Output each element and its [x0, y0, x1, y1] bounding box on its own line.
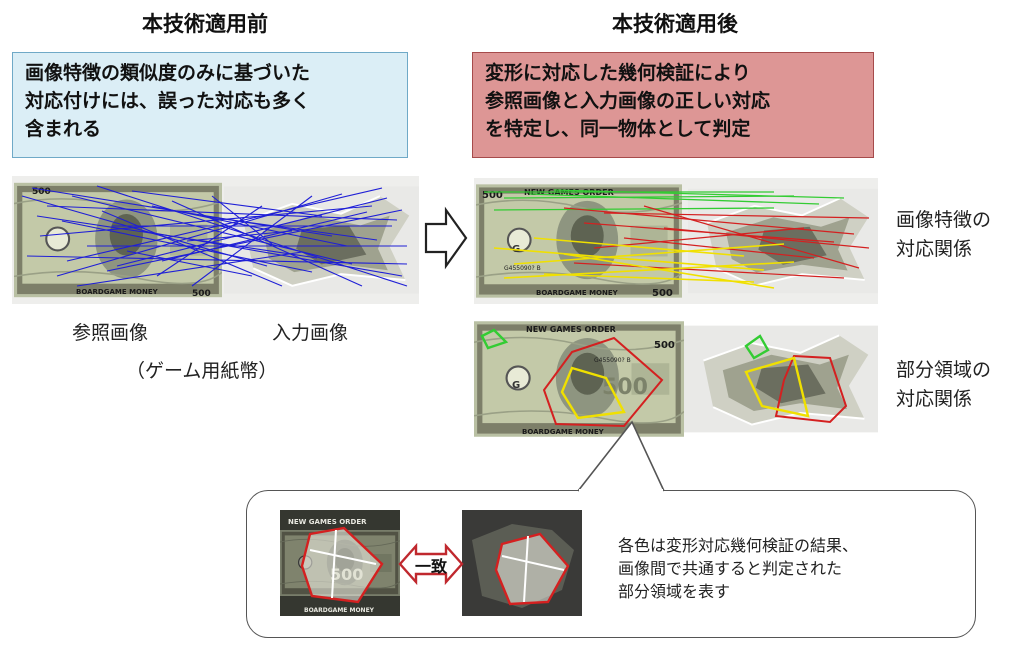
banknote-serial: G455090? B — [504, 265, 541, 272]
region-correspondence-label-line: 部分領域の — [896, 359, 992, 381]
yellow-region-outline — [560, 366, 626, 420]
feature-correspondence-label-line: 対応関係 — [896, 238, 973, 260]
callout-description: 各色は変形対応幾何検証の結果、 画像間で共通すると判定された 部分領域を表す — [618, 534, 858, 603]
banknote-bottom-text: BOARDGAME MONEY — [304, 607, 375, 614]
before-correspondence-image: 500 500 BOARDGAME MONEY — [12, 176, 419, 304]
input-image-label: 入力画像 — [272, 322, 349, 344]
region-correspondence-label: 部分領域の 対応関係 — [896, 356, 991, 414]
banknote-denomination: 500 — [654, 340, 675, 351]
banknote-denomination: 500 — [192, 289, 211, 299]
red-region-outline — [300, 526, 384, 604]
red-region-outline — [542, 336, 664, 428]
banknote-bottom-text: BOARDGAME MONEY — [76, 288, 159, 296]
reference-banknote-image: 500 500 BOARDGAME MONEY — [14, 181, 222, 299]
after-feature-correspondence-image: NEW GAMES ORDER 500 500 G G455090? B BOA… — [474, 178, 878, 304]
banknote-serial: G455090? B — [594, 357, 631, 364]
banknote-seal-letter: G — [512, 380, 520, 391]
callout-pointer — [577, 420, 665, 495]
input-region-image — [684, 318, 878, 440]
callout-description-line: 部分領域を表す — [618, 582, 731, 601]
double-arrow-icon — [398, 542, 464, 586]
green-feature-match-lines — [484, 189, 845, 211]
feature-correspondence-label-line: 画像特徴の — [896, 209, 992, 231]
region-inner-edge — [309, 549, 377, 565]
green-region-outline — [480, 328, 509, 350]
input-region-closeup-image — [462, 510, 582, 616]
before-description-box: 画像特徴の類似度のみに基づいた 対応付けには、誤った対応も多く 含まれる — [12, 52, 408, 158]
region-inner-edge — [501, 555, 565, 571]
game-money-note-label: （ゲーム用紙幣） — [126, 360, 278, 382]
reference-region-image: NEW GAMES ORDER 500 500 G G455090? B BOA… — [474, 318, 684, 440]
banknote-bottom-text: BOARDGAME MONEY — [522, 428, 605, 436]
callout-description-line: 画像間で共通すると判定された — [618, 559, 843, 578]
reference-region-closeup-image: NEW GAMES ORDER 500 BOARDGAME MONEY — [280, 510, 400, 616]
banknote-denomination: 500 — [652, 288, 673, 299]
after-heading: 本技術適用後 — [612, 12, 738, 36]
after-description-box: 変形に対応した幾何検証により 参照画像と入力画像の正しい対応 を特定し、同一物体… — [472, 52, 874, 158]
after-description-line: 参照画像と入力画像の正しい対応 — [485, 90, 771, 112]
before-description-line: 画像特徴の類似度のみに基づいた — [25, 62, 311, 84]
blue-feature-match-lines — [21, 185, 408, 287]
region-correspondence-label-line: 対応関係 — [896, 388, 973, 410]
banknote-denomination: 500 — [482, 190, 503, 201]
after-description-line: を特定し、同一物体として判定 — [485, 118, 751, 140]
banknote-denomination: 500 — [32, 187, 51, 197]
green-region-outline — [744, 334, 770, 360]
before-description-line: 対応付けには、誤った対応も多く — [25, 90, 311, 112]
banknote-top-text: NEW GAMES ORDER — [288, 518, 367, 526]
yellow-feature-match-lines — [493, 237, 795, 289]
after-description-line: 変形に対応した幾何検証により — [485, 62, 751, 84]
feature-correspondence-label: 画像特徴の 対応関係 — [896, 206, 991, 264]
reference-image-label: 参照画像 — [72, 322, 149, 344]
match-label: 一致 — [414, 557, 447, 576]
red-region-outline — [774, 354, 848, 424]
callout-description-line: 各色は変形対応幾何検証の結果、 — [618, 536, 859, 555]
before-heading: 本技術適用前 — [142, 12, 268, 36]
red-region-outline — [494, 532, 570, 606]
region-inner-edge — [331, 529, 337, 599]
before-description-line: 含まれる — [25, 118, 102, 140]
banknote-denomination: 500 — [602, 375, 648, 400]
right-arrow-icon — [424, 206, 468, 270]
red-feature-match-lines — [563, 205, 870, 279]
banknote-top-text: NEW GAMES ORDER — [526, 325, 616, 334]
banknote-bottom-text: BOARDGAME MONEY — [536, 289, 619, 297]
yellow-region-outline — [744, 356, 810, 418]
input-crumpled-banknote-image — [688, 187, 878, 295]
region-inner-edge — [523, 535, 529, 603]
